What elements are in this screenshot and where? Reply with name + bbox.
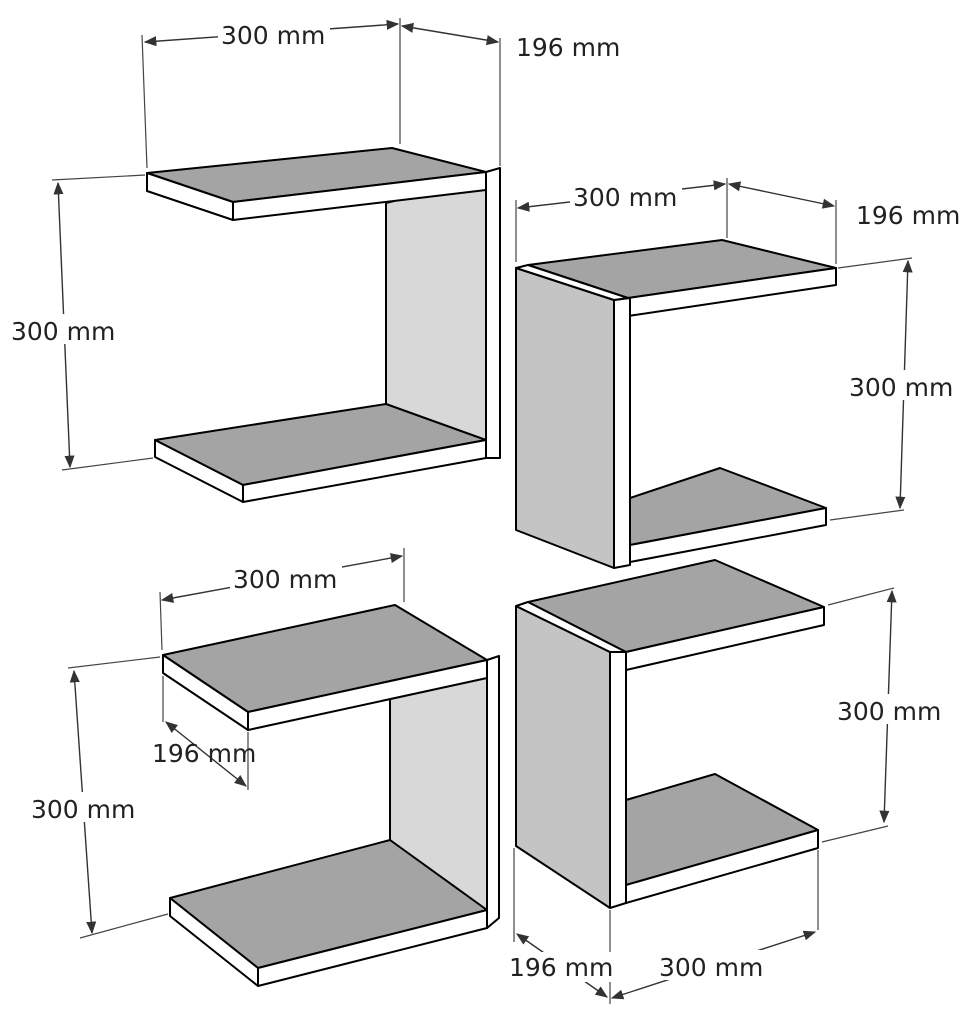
shelf-unit-a: 300 mm 196 mm 300 mm xyxy=(8,18,620,503)
unit-a-depth-label: 196 mm xyxy=(516,33,620,62)
unit-d-vertical-edge xyxy=(609,651,627,909)
unit-b-vertical-edge xyxy=(613,297,631,569)
unit-a-height-label: 300 mm xyxy=(11,317,115,346)
unit-a-depth-dim-line xyxy=(400,22,500,46)
unit-a-side-panel xyxy=(385,177,487,449)
unit-d-height-label: 300 mm xyxy=(837,697,941,726)
unit-b-depth-label: 196 mm xyxy=(856,201,960,230)
unit-d-depth-label: 196 mm xyxy=(509,953,613,982)
unit-c-vertical-edge xyxy=(486,655,500,929)
unit-c-width-label: 300 mm xyxy=(233,565,337,594)
unit-a-vertical-edge xyxy=(485,167,501,459)
unit-b-depth-dim-line xyxy=(727,181,836,209)
unit-d-width-label: 300 mm xyxy=(659,953,763,982)
unit-d-front-panel xyxy=(515,605,611,909)
shelf-unit-d: 300 mm 196 mm 300 mm xyxy=(506,559,946,1004)
shelf-unit-b: 300 mm 196 mm 300 mm xyxy=(515,178,960,569)
unit-b-front-panel xyxy=(515,267,615,569)
shelf-unit-c: 300 mm 196 mm 300 mm xyxy=(28,548,500,987)
unit-b-width-label: 300 mm xyxy=(573,183,677,212)
unit-a-width-label: 300 mm xyxy=(221,21,325,50)
unit-b-height-label: 300 mm xyxy=(849,373,953,402)
unit-c-depth-dim-line xyxy=(165,721,247,787)
unit-c-depth-label: 196 mm xyxy=(152,739,256,768)
unit-c-height-label: 300 mm xyxy=(31,795,135,824)
